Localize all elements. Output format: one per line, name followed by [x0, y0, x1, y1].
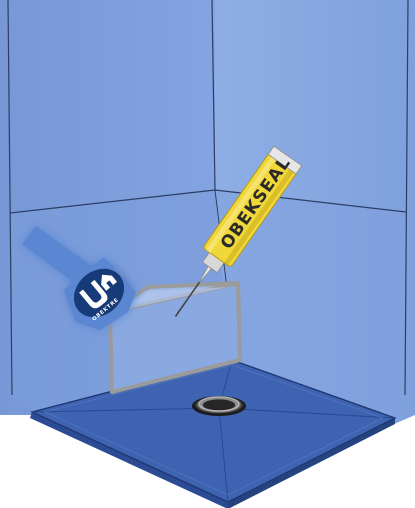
left-wall-edge — [7, 0, 13, 396]
walls — [0, 0, 415, 430]
tray-side-right — [228, 418, 395, 508]
logo-handle — [22, 226, 100, 290]
right-wall-edge — [404, 0, 409, 396]
right-wall-lower — [215, 190, 405, 420]
tray-side-left — [30, 412, 228, 508]
obektre-logo: OBEKTRE — [22, 226, 136, 330]
shower-tray — [30, 359, 397, 508]
bench-block — [108, 281, 242, 394]
bench-top-inner — [118, 287, 228, 311]
corner-seam — [211, 0, 216, 191]
drain-icon — [192, 396, 246, 416]
left-horizontal-seam — [9, 189, 216, 214]
logo-mark-icon — [79, 274, 118, 309]
